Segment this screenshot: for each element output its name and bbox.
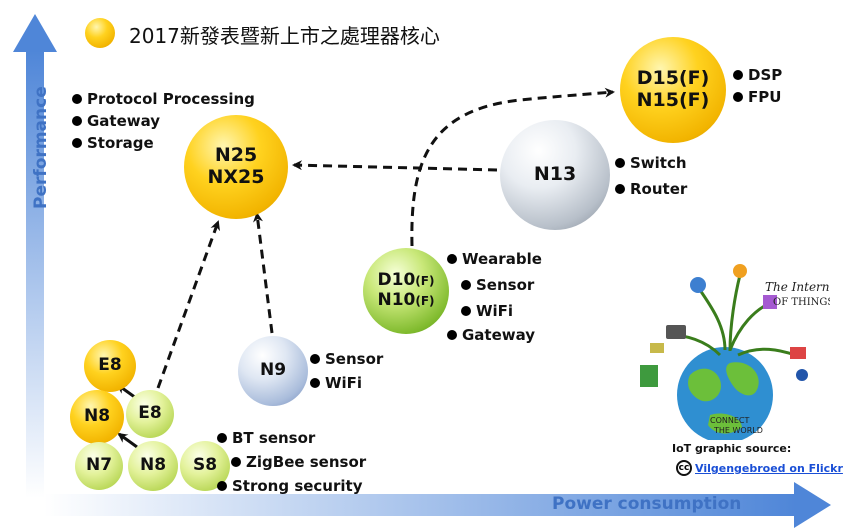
node-n8-label: N8 [139,455,167,476]
iot-title-2: OF THINGS [773,297,830,308]
note-item: Gateway [72,110,255,132]
note-item: Storage [72,132,255,154]
node-s8-label: S8 [192,455,218,476]
node-n9-label: N9 [259,360,287,381]
note-item: Gateway [447,324,535,346]
node-n7-label: N7 [85,455,113,476]
arrow-n9-to-n25 [253,212,274,334]
device-icons [640,264,808,387]
note-item: Sensor [310,347,383,371]
globe-icon [677,347,773,440]
d15-notes: DSP FPU [733,64,782,108]
note-item: DSP [733,64,782,86]
node-e8-top: E8 [84,340,136,392]
node-d10-line2: N10(F) [377,290,435,310]
arrow-n8-to-n8yellow [117,432,138,449]
node-n25: N25 NX25 [184,115,288,219]
node-n8-yellow-label: N8 [83,406,111,427]
node-n13-label: N13 [533,163,577,186]
n13-notes: Switch Router [615,150,687,202]
x-axis-label: Power consumption [552,494,742,514]
note-item: FPU [733,86,782,108]
iot-graphic: The Internet OF THINGS CONNECT THE WORLD [640,264,830,440]
d10-notes-b: Sensor WiFi [461,272,534,324]
note-item: BT sensor [217,426,366,450]
x-axis [44,482,831,528]
node-d15-line1: D15(F) [636,67,710,90]
arrow-e8-to-n25 [156,220,220,389]
node-n7: N7 [75,442,123,490]
y-axis [13,14,57,498]
note-item: Sensor [461,272,534,298]
note-item: Protocol Processing [72,88,255,110]
iot-title-1: The Internet [765,280,830,294]
note-item: ZigBee sensor [231,450,366,474]
arrow-n13-to-n25 [292,160,498,172]
node-n13: N13 [500,120,610,230]
node-n25-line1: N25 [214,144,258,167]
d10-notes-c: Gateway [447,324,535,346]
node-d10: D10(F) N10(F) [363,248,449,334]
creative-commons-icon: cc [676,459,692,476]
node-n8-yellow: N8 [70,390,124,444]
iot-source-label: IoT graphic source: [672,442,792,455]
iot-connect-2: THE WORLD [713,426,763,435]
note-item: WiFi [310,371,383,395]
note-item: Router [615,176,687,202]
node-e8-top-label: E8 [98,355,122,376]
node-d15: D15(F) N15(F) [620,37,726,143]
iot-source-link[interactable]: Vilgengebroed on Flickr [695,462,843,475]
n9-notes: Sensor WiFi [310,347,383,395]
legend-title: 2017新發表暨新上市之處理器核心 [129,24,440,48]
iot-connect-1: CONNECT [710,416,749,425]
node-d15-line2: N15(F) [636,89,710,111]
n25-notes: Protocol Processing Gateway Storage [72,88,255,154]
note-item: WiFi [461,298,534,324]
node-n9: N9 [238,336,308,406]
note-item: Wearable [447,246,542,272]
node-n8: N8 [128,441,178,491]
note-item: Switch [615,150,687,176]
node-s8: S8 [180,441,230,491]
d10-notes-a: Wearable [447,246,542,272]
note-item: Strong security [217,474,366,498]
node-n25-line2: NX25 [207,166,265,188]
s8-notes: BT sensor ZigBee sensor Strong security [217,426,366,498]
node-d10-line1: D10(F) [377,270,435,291]
y-axis-label: Performance [31,86,51,209]
node-e8-label: E8 [138,403,162,424]
legend-dot [85,18,115,48]
node-e8: E8 [126,390,174,438]
